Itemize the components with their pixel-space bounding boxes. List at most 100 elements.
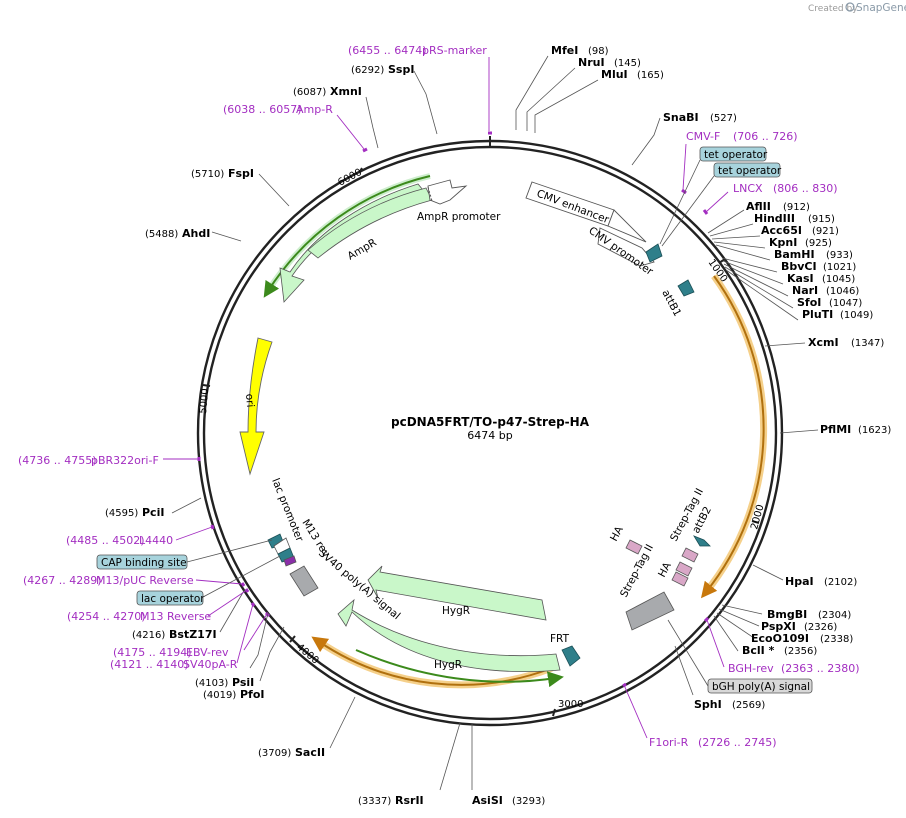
cap-binding-leader — [186, 539, 273, 563]
frt-feature: FRT — [550, 633, 581, 667]
site-name: SacII — [295, 746, 325, 759]
cap-binding-site-box: CAP binding site — [96, 554, 188, 570]
site-pos: (6087) — [293, 87, 326, 98]
site-name: AflII — [746, 200, 771, 213]
primer-name: CMV-F — [686, 130, 720, 143]
site-name: PfoI — [240, 688, 265, 701]
primer-name: EBV-rev — [186, 646, 229, 659]
site-name: KasI — [787, 272, 814, 285]
bgh-polya-box: bGH poly(A) signal — [707, 678, 813, 694]
ha-label-1: HA — [608, 524, 626, 544]
attb1-label: attB1 — [659, 288, 683, 319]
site-pos: (3709) — [258, 748, 291, 759]
site-pos: (915) — [808, 214, 835, 225]
ampr-promoter-feature: AmpR promoter — [417, 179, 501, 223]
site-pos: (145) — [614, 58, 641, 69]
site-pos: (1046) — [826, 286, 859, 297]
site-pos: (5710) — [191, 169, 224, 180]
primer-range: (4736 .. 4755) — [18, 454, 97, 467]
svg-text:tet operator: tet operator — [704, 149, 768, 161]
primer-range: (4485 .. 4502) — [66, 534, 145, 547]
site-pos: (1045) — [822, 274, 855, 285]
primer-name: pBR322ori-F — [91, 454, 159, 467]
site-pos: (912) — [783, 202, 810, 213]
site-pos: (933) — [826, 250, 853, 261]
primer-range: (706 .. 726) — [733, 130, 798, 143]
primer-name: SV40pA-R — [183, 658, 238, 671]
ampr-feature: AmpR — [279, 183, 433, 303]
site-pos: (3337) — [358, 796, 391, 807]
site-name: BstZ17I — [169, 628, 217, 641]
site-pos: (2338) — [820, 634, 853, 645]
site-name: SfoI — [797, 296, 821, 309]
credit-brand: SnapGene — [856, 2, 906, 14]
site-pos: (4216) — [132, 630, 165, 641]
lac-operator-box: lac operator — [136, 590, 205, 606]
site-name: BamHI — [774, 248, 815, 261]
hygr-feature-2: HygR — [337, 598, 564, 688]
site-name: PluTI — [802, 308, 833, 321]
site-name: MluI — [601, 68, 628, 81]
tet-operator-box-2: tet operator — [713, 162, 782, 178]
primer-name: Amp-R — [296, 103, 333, 116]
primer-range: (4121 .. 4140) — [110, 658, 189, 671]
cds-arc-bottom — [311, 636, 553, 686]
tag-features: HA Strep-Tag II attB2 HA Strep-Tag II — [608, 486, 714, 599]
hygr-cds-line — [355, 649, 564, 688]
site-name: SphI — [694, 698, 722, 711]
lac-cluster-feature: lac promoter M13 rev SV40 poly(A) signal — [267, 477, 402, 622]
site-name: XcmI — [808, 336, 839, 349]
site-name: HindIII — [754, 212, 795, 225]
site-name: PciI — [142, 506, 164, 519]
site-name: BbvCI — [781, 260, 817, 273]
site-pos: (925) — [805, 238, 832, 249]
ampr-label: AmpR — [346, 237, 379, 263]
primer-range: (2726 .. 2745) — [698, 736, 777, 749]
site-pos: (527) — [710, 113, 737, 124]
site-pos: (2356) — [784, 646, 817, 657]
primer-name: BGH-rev — [728, 662, 774, 675]
svg-text:CAP binding site: CAP binding site — [101, 557, 187, 569]
site-pos: (4595) — [105, 508, 138, 519]
site-name: PflMI — [820, 423, 851, 436]
primer-range: (4254 .. 4270) — [67, 610, 146, 623]
site-pos: (2569) — [732, 700, 765, 711]
svg-text:lac operator: lac operator — [141, 593, 205, 605]
credit-prefix: Created by — [808, 4, 858, 14]
site-name: Acc65I — [761, 224, 802, 237]
site-pos: (165) — [637, 70, 664, 81]
primer-name: pRS-marker — [422, 44, 487, 57]
primer-range: (806 .. 830) — [773, 182, 838, 195]
primer-labels: (6455 .. 6474) pRS-marker (6038 .. 6057)… — [18, 44, 860, 749]
site-name: PsiI — [232, 676, 254, 689]
frt-label: FRT — [550, 633, 570, 645]
snapgene-logo-icon — [845, 2, 855, 12]
site-pos: (98) — [588, 46, 609, 57]
primer-range: (4175 .. 4194) — [113, 646, 192, 659]
attb1-feature: attB1 — [659, 279, 695, 319]
site-name: EcoO109I — [751, 632, 809, 645]
site-name: RsrII — [395, 794, 424, 807]
bgh-polya-leader — [667, 619, 709, 687]
primer-name: M13/pUC Reverse — [96, 574, 194, 587]
site-name: HpaI — [785, 575, 814, 588]
hygr-feature-1: HygR — [367, 565, 547, 621]
primer-name: M13 Reverse — [140, 610, 211, 623]
plasmid-length: 6474 bp — [467, 429, 512, 442]
primer-name: F1ori-R — [649, 736, 689, 749]
site-name: AsiSI — [472, 794, 503, 807]
ori-label: ori — [243, 393, 256, 408]
primer-range: (4267 .. 4289) — [23, 574, 102, 587]
tet-operator-box-1: tet operator — [699, 146, 768, 162]
primer-name: LNCX — [733, 182, 763, 195]
site-name: BmgBI — [767, 608, 807, 621]
tet-operator-leader-1 — [659, 159, 701, 245]
site-name: NarI — [792, 284, 818, 297]
restriction-sites: MfeI (98) NruI (145) MluI (165) SnaBI (5… — [105, 44, 891, 807]
site-pos: (2304) — [818, 610, 851, 621]
site-name: SspI — [388, 63, 414, 76]
site-name: NruI — [578, 56, 605, 69]
site-pos: (1047) — [829, 298, 862, 309]
site-name: PspXI — [761, 620, 796, 633]
